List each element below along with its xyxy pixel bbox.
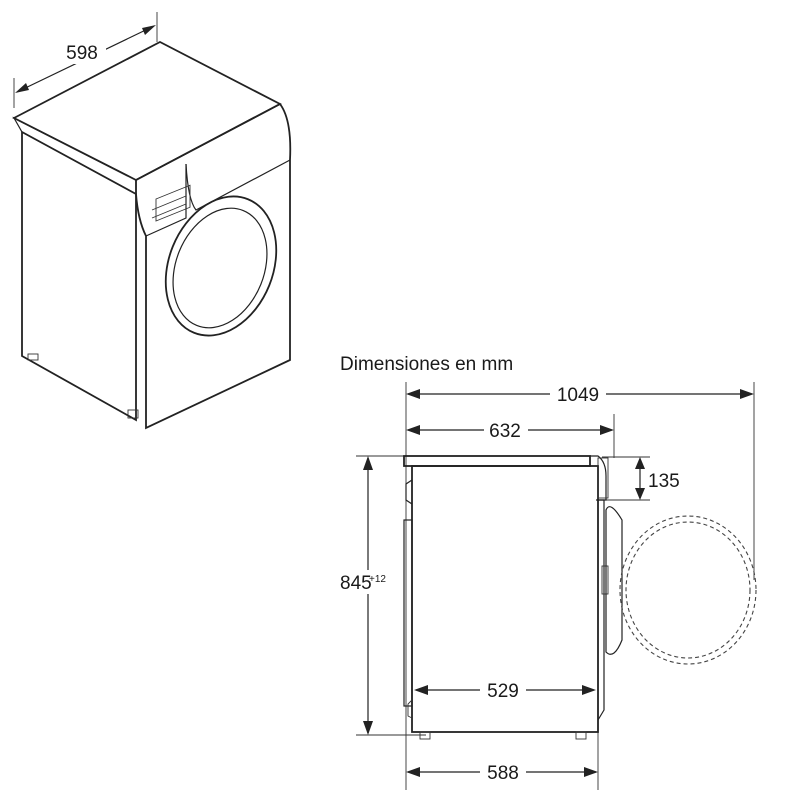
isometric-washer-view: 598 [12, 12, 292, 430]
height-dimension: 845 +12 [338, 455, 426, 736]
base-depth-dimension: 588 [406, 760, 598, 784]
depth-door-open-label: 1049 [557, 385, 599, 406]
width-label: 598 [66, 43, 98, 64]
control-panel-label: 135 [648, 471, 680, 492]
caption: Dimensiones en mm [340, 354, 513, 375]
depth-top-dimension: 632 [406, 418, 614, 442]
depth-door-open-dimension: 1049 [406, 382, 754, 406]
depth-top-label: 632 [489, 421, 521, 442]
height-label: 845 [340, 573, 372, 594]
base-depth-label: 588 [487, 763, 519, 784]
open-door-swing [605, 506, 757, 665]
inner-depth-label: 529 [487, 681, 519, 702]
side-washer-view: Dimensiones en mm 1049 632 [338, 354, 757, 790]
side-body [403, 455, 609, 740]
inner-depth-dimension: 529 [414, 678, 596, 702]
control-panel-dimension: 135 [602, 456, 680, 501]
door-porthole [164, 195, 278, 337]
width-dimension: 598 [13, 12, 158, 108]
height-tolerance-label: +12 [369, 574, 386, 585]
